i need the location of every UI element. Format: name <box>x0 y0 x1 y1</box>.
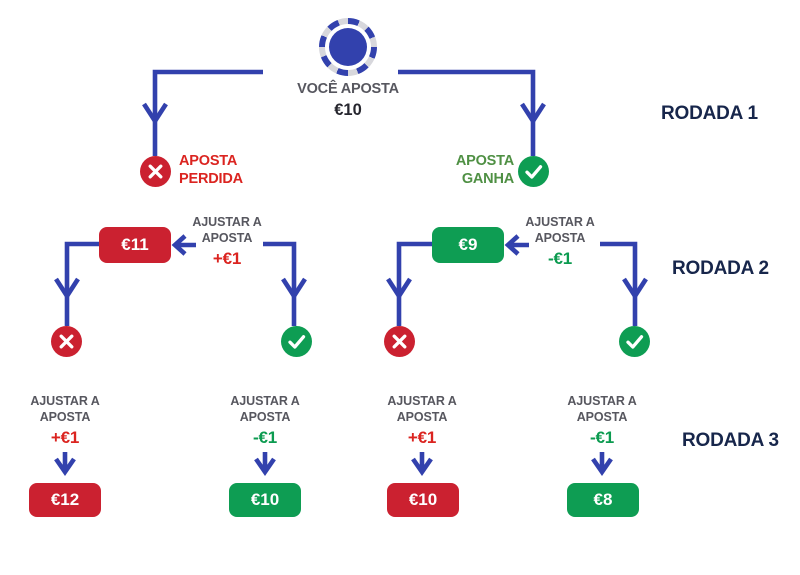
round3-column-adjust: AJUSTAR A APOSTA -€1 <box>557 393 647 448</box>
adjust-delta: +€1 <box>50 428 80 447</box>
arrowhead-down-icon <box>520 102 546 126</box>
adjust-delta: +€1 <box>212 249 242 268</box>
round-3-label: RODADA 3 <box>682 430 779 451</box>
round3-bet-box: €10 <box>387 483 459 517</box>
arrowhead-down-icon <box>386 277 412 301</box>
lost-bet-icon <box>384 326 415 357</box>
adjust-delta: -€1 <box>253 428 277 447</box>
adjust-label: AJUSTAR A APOSTA <box>230 394 300 424</box>
lost-bet-label: APOSTA PERDIDA <box>179 153 243 187</box>
adjust-delta: -€1 <box>590 428 614 447</box>
round2-win-adjust: AJUSTAR A APOSTA -€1 <box>515 214 605 269</box>
round3-column-adjust: AJUSTAR A APOSTA -€1 <box>220 393 310 448</box>
won-bet-icon <box>281 326 312 357</box>
round2-win-bet-box: €9 <box>432 227 504 263</box>
arrowhead-down-icon <box>622 277 648 301</box>
arrow-left-icon <box>171 234 196 256</box>
lost-bet-icon <box>51 326 82 357</box>
adjust-label: AJUSTAR A APOSTA <box>30 394 100 424</box>
won-bet-label: APOSTA GANHA <box>455 153 514 187</box>
adjust-label: AJUSTAR A APOSTA <box>192 215 262 245</box>
round3-bet-box: €12 <box>29 483 101 517</box>
adjust-label: AJUSTAR A APOSTA <box>567 394 637 424</box>
connector-round1-left <box>152 69 263 156</box>
round3-column-adjust: AJUSTAR A APOSTA +€1 <box>377 393 467 448</box>
arrowhead-down-icon <box>54 277 80 301</box>
x-icon <box>392 334 407 349</box>
start-bet-amount: €10 <box>334 101 362 119</box>
round3-bet-box: €10 <box>229 483 301 517</box>
lost-bet-icon <box>140 156 171 187</box>
adjust-delta: -€1 <box>548 249 572 268</box>
x-icon <box>148 164 163 179</box>
arrow-down-icon <box>254 452 276 477</box>
check-icon <box>626 335 644 349</box>
adjust-label: AJUSTAR A APOSTA <box>387 394 457 424</box>
round-1-label: RODADA 1 <box>661 103 758 124</box>
round3-column-adjust: AJUSTAR A APOSTA +€1 <box>20 393 110 448</box>
arrowhead-down-icon <box>142 102 168 126</box>
arrow-left-icon <box>504 234 529 256</box>
round2-loss-bet-box: €11 <box>99 227 171 263</box>
check-icon <box>288 335 306 349</box>
arrowhead-down-icon <box>281 277 307 301</box>
start-bet-label: VOCÊ APOSTA <box>297 81 399 97</box>
adjust-delta: +€1 <box>407 428 437 447</box>
check-icon <box>525 165 543 179</box>
x-icon <box>59 334 74 349</box>
arrow-down-icon <box>54 452 76 477</box>
won-bet-icon <box>518 156 549 187</box>
round-2-label: RODADA 2 <box>672 258 769 279</box>
adjust-label: AJUSTAR A APOSTA <box>525 215 595 245</box>
arrow-down-icon <box>591 452 613 477</box>
round3-bet-box: €8 <box>567 483 639 517</box>
won-bet-icon <box>619 326 650 357</box>
connector-round1-right <box>398 69 536 156</box>
arrow-down-icon <box>411 452 433 477</box>
poker-chip-icon <box>319 18 377 76</box>
round2-loss-adjust: AJUSTAR A APOSTA +€1 <box>182 214 272 269</box>
